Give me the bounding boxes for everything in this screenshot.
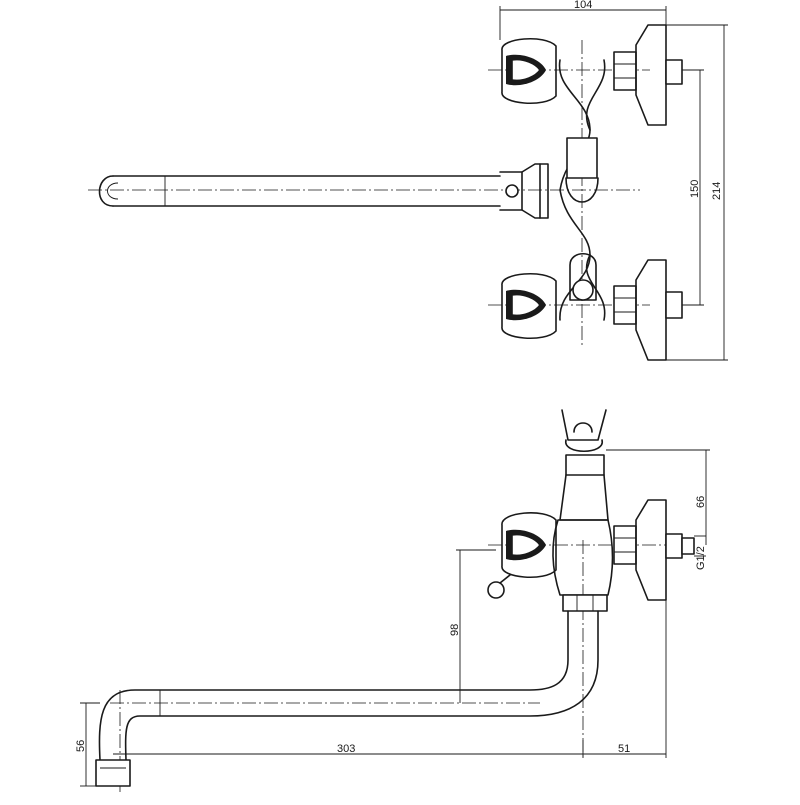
upper-handle-top xyxy=(501,37,557,105)
dim-spout-drop: 98 xyxy=(449,549,496,703)
lower-inlet-top xyxy=(613,259,683,361)
dim-label-thread: G1/2 xyxy=(695,546,707,570)
mixer-body-side xyxy=(552,519,614,612)
dim-label-inlet-spacing: 150 xyxy=(689,180,701,198)
handle-side xyxy=(487,512,557,599)
dim-inlet-spacing: 150 xyxy=(682,69,704,306)
outlet-aerator xyxy=(95,759,131,787)
dim-holder-height: 66 xyxy=(606,449,710,545)
dim-top-width: 104 xyxy=(499,0,667,40)
inlet-side xyxy=(613,499,695,601)
shower-holder-side xyxy=(559,409,609,521)
lower-handle-top xyxy=(501,272,557,340)
dim-label-overall-height: 214 xyxy=(711,182,723,200)
dim-label-spout-length: 303 xyxy=(337,743,355,755)
dim-label-spout-drop: 98 xyxy=(449,624,461,636)
swivel-nut-top xyxy=(499,163,549,219)
dim-outlet-height: 56 xyxy=(75,702,100,787)
dim-thread: G1/2 xyxy=(694,535,707,570)
dim-label-holder-height: 66 xyxy=(695,496,707,508)
upper-inlet-top xyxy=(613,24,683,126)
spout-pipe-side xyxy=(95,610,599,787)
spout-pipe-top xyxy=(98,175,501,207)
dim-overall-height: 214 xyxy=(666,24,728,361)
top-view: 104 150 214 xyxy=(88,0,728,361)
dim-label-top-width: 104 xyxy=(574,0,592,11)
dim-wall-offset: 51 xyxy=(583,600,667,758)
dim-label-outlet-height: 56 xyxy=(75,740,87,752)
mixer-body-top xyxy=(558,59,606,321)
dim-label-wall-offset: 51 xyxy=(618,743,630,755)
side-view: 66 G1/2 98 303 51 56 xyxy=(75,409,710,795)
dim-spout-length: 303 xyxy=(113,740,584,758)
